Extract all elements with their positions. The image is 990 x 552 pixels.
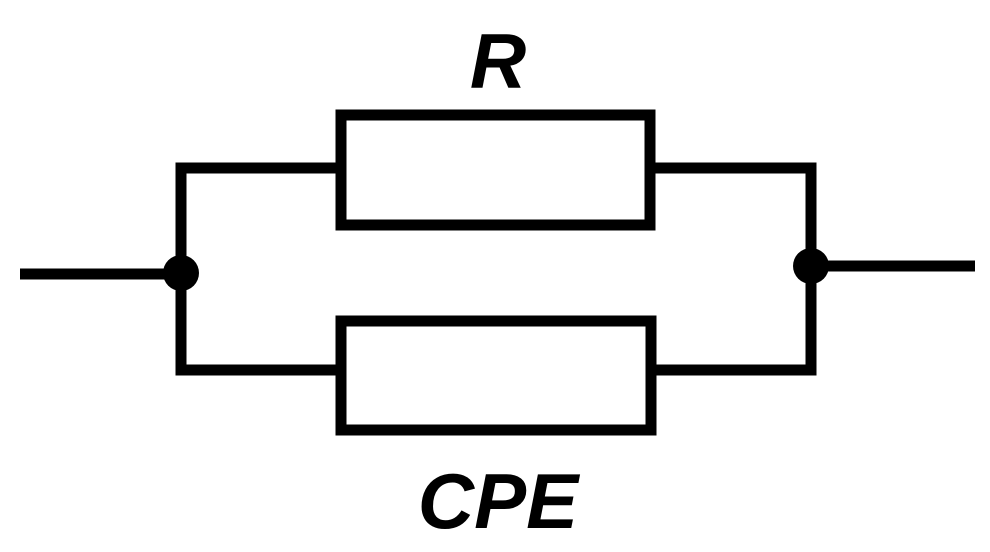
right-junction-dot-icon [793,248,829,284]
left-junction-dot-icon [163,255,199,291]
resistor-label: R [470,17,526,105]
right-branch-wires [652,162,817,376]
resistor-box [335,109,656,231]
cpe-box [335,315,657,436]
left-branch-wires [175,162,340,376]
cpe-label: CPE [418,457,580,545]
